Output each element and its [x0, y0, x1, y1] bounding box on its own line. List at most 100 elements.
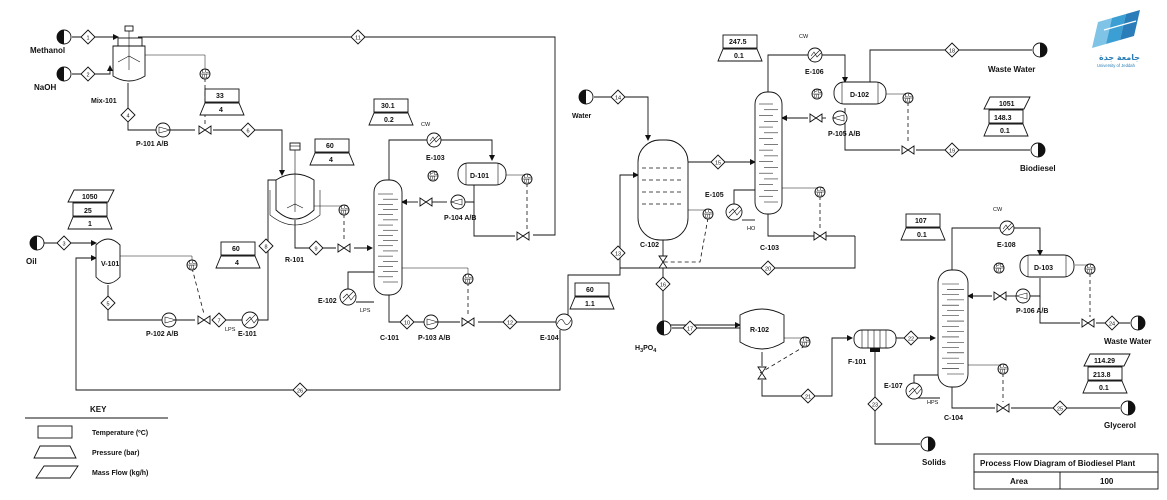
stream-number: 3	[62, 242, 65, 248]
stream-number: 2	[86, 73, 89, 79]
key-parallelogram-shape	[35, 465, 79, 479]
svg-text:0.1: 0.1	[917, 232, 927, 239]
oil-terminal: Oil	[26, 235, 45, 266]
valve-d101-out	[516, 231, 530, 241]
svg-text:60: 60	[326, 143, 334, 150]
valve-d103-reflux	[993, 291, 1007, 301]
p102-pump: P-102 A/B	[146, 312, 178, 338]
e101-label: E-101	[238, 331, 257, 338]
indicators: 1050 25 1 33 4 60 4 60 4	[67, 34, 1131, 394]
terminals: Methanol NaOH Oil Water H3PO4 Waste Wate…	[26, 29, 1151, 467]
svg-text:01: 01	[1000, 369, 1006, 375]
title-block: Process Flow Diagram of Biodiesel Plant …	[973, 453, 1159, 490]
stream-number: 1	[86, 36, 89, 42]
water-label: Water	[572, 113, 591, 120]
e103-exchanger: E-103 CW	[421, 122, 445, 162]
svg-text:LC: LC	[705, 209, 712, 215]
stream-3-marker: 3	[56, 235, 72, 251]
r101-reactor: R-101	[269, 142, 321, 264]
title-block-title: Process Flow Diagram of Biodiesel Plant	[980, 459, 1135, 468]
svg-text:LC: LC	[1000, 364, 1007, 370]
stream-number: 16	[660, 283, 666, 289]
c102-column: C-102	[637, 139, 689, 249]
svg-text:LC: LC	[524, 174, 531, 180]
svg-text:4: 4	[219, 107, 223, 114]
svg-text:01: 01	[802, 342, 808, 348]
svg-text:0.2: 0.2	[384, 117, 394, 124]
mix101-tank: Mix-101	[91, 25, 146, 105]
valve-c102-bottom	[658, 255, 668, 269]
p103-label: P-103 A/B	[418, 335, 450, 342]
valve-p101	[198, 125, 212, 135]
mix101-label: Mix-101	[91, 98, 117, 105]
stream-number: 14	[615, 96, 621, 102]
svg-text:01: 01	[705, 214, 711, 220]
valve-p102	[197, 315, 211, 325]
svg-text:1: 1	[88, 221, 92, 228]
stream-5-marker: 5	[100, 295, 116, 311]
h3po4-terminal: H3PO4	[635, 320, 672, 354]
oil-label: Oil	[26, 257, 37, 266]
svg-text:1.1: 1.1	[585, 301, 595, 308]
v101-label: V-101	[101, 261, 119, 268]
stream-8-marker: 8	[258, 238, 274, 254]
d101-label: D-101	[470, 173, 489, 180]
stream-9-marker: 9	[308, 240, 324, 256]
stream-number: 19	[949, 149, 955, 155]
waste-water-top-terminal: Waste Water	[988, 42, 1048, 74]
stream-4-marker: 4	[120, 107, 136, 123]
svg-text:4: 4	[235, 260, 239, 267]
valve-r102	[757, 366, 767, 380]
svg-text:60: 60	[232, 246, 240, 253]
f101-filter: F-101	[848, 329, 897, 366]
stream-number: 5	[106, 302, 109, 308]
svg-text:LC: LC	[905, 93, 912, 99]
e102-lps: LPS	[360, 308, 371, 314]
stream-number: 20	[765, 267, 771, 273]
indicator-r101: 60 4	[309, 138, 355, 166]
waste-water-top-label: Waste Water	[988, 65, 1035, 74]
indicator-p102: 60 4	[215, 241, 261, 269]
indicator-c104: 107 0.1	[900, 213, 946, 241]
valve-d101-reflux	[419, 197, 433, 207]
svg-text:TC: TC	[802, 337, 809, 343]
e105-label: E-105	[705, 192, 724, 199]
indicator-v101: 1050 25 1	[67, 189, 115, 230]
e104-label: E-104	[540, 335, 559, 342]
indicator-c103: 247.5 0.1	[717, 34, 763, 62]
e108-cw: CW	[993, 207, 1003, 213]
university-logo: جامعة جدة University of Jeddah	[1092, 10, 1140, 68]
svg-text:PC: PC	[814, 89, 822, 95]
h3po4-label: H3PO4	[635, 345, 657, 354]
e107-hps: HPS	[927, 400, 939, 406]
stream-number: 23	[872, 403, 878, 409]
svg-text:01: 01	[1087, 269, 1093, 275]
stream-6-marker: 6	[240, 122, 256, 138]
e108-label: E-108	[997, 242, 1016, 249]
svg-text:01: 01	[996, 268, 1002, 274]
svg-text:01: 01	[817, 192, 823, 198]
valve-c103-reflux	[809, 113, 823, 123]
key-title: KEY	[90, 405, 107, 414]
stream-11-marker: 11	[350, 29, 366, 45]
valve-r101	[337, 243, 351, 253]
c104-label: C-104	[944, 415, 963, 422]
stream-16-marker: 16	[655, 276, 671, 292]
svg-text:148.3: 148.3	[994, 115, 1012, 122]
svg-text:114.29: 114.29	[1094, 358, 1115, 365]
process-lines	[44, 34, 1130, 445]
svg-text:247.5: 247.5	[729, 39, 747, 46]
stream-12-marker: 12	[502, 314, 518, 330]
stream-19-marker: 19	[944, 142, 960, 158]
stream-22-marker: 22	[903, 330, 919, 346]
equipment: Mix-101 V-101 R-101 C-101 D-	[91, 25, 1075, 422]
glycerol-label: Glycerol	[1104, 421, 1136, 430]
indicator-e104: 60 1.1	[569, 282, 615, 310]
